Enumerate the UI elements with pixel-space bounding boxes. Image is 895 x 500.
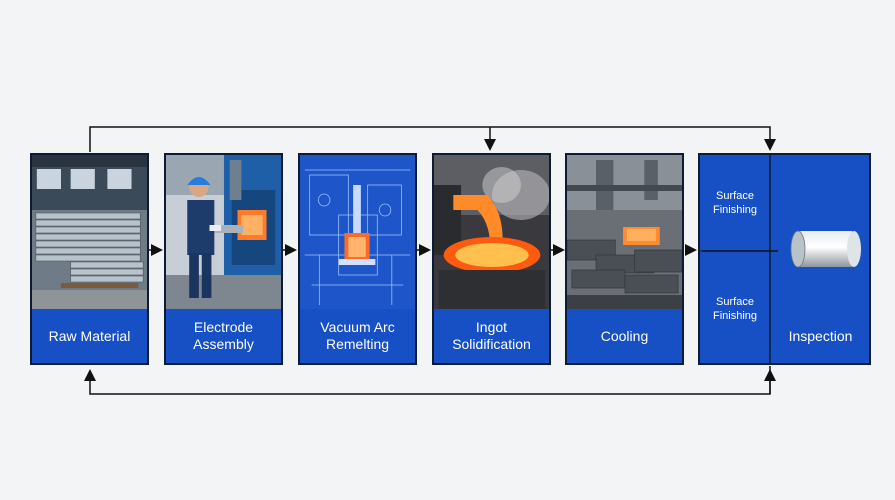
step-label: Raw Material xyxy=(32,309,147,363)
step-label: Cooling xyxy=(567,309,682,363)
top-loop-line xyxy=(89,126,776,152)
step-label: Electrode Assembly xyxy=(166,309,281,363)
surface-finishing-label-top: Surface Finishing xyxy=(712,190,758,216)
steel-bars-image xyxy=(32,155,147,311)
step-label: Inspection xyxy=(788,327,853,344)
step-card-cooling: Cooling xyxy=(565,153,684,365)
step-label: Vacuum Arc Remelting xyxy=(300,309,415,363)
surface-finishing-label-bottom: Surface Finishing xyxy=(712,296,758,322)
worker-machine-image xyxy=(166,155,281,311)
step-card-electrode-assembly: Electrode Assembly xyxy=(164,153,283,365)
step-card-raw-material: Raw Material xyxy=(30,153,149,365)
furnace-blueprint-image xyxy=(300,155,415,311)
cooling-ingots-image xyxy=(567,155,682,311)
step-card-vacuum-arc-remelting: Vacuum Arc Remelting xyxy=(298,153,417,365)
step-label: Ingot Solidification xyxy=(434,309,549,363)
molten-metal-image xyxy=(434,155,549,311)
finished-bar-image xyxy=(700,155,861,363)
bottom-loop-line xyxy=(84,366,771,395)
step-card-inspection: Surface Finishing Surface Finishing Insp… xyxy=(698,153,871,365)
step-card-ingot-solidification: Ingot Solidification xyxy=(432,153,551,365)
